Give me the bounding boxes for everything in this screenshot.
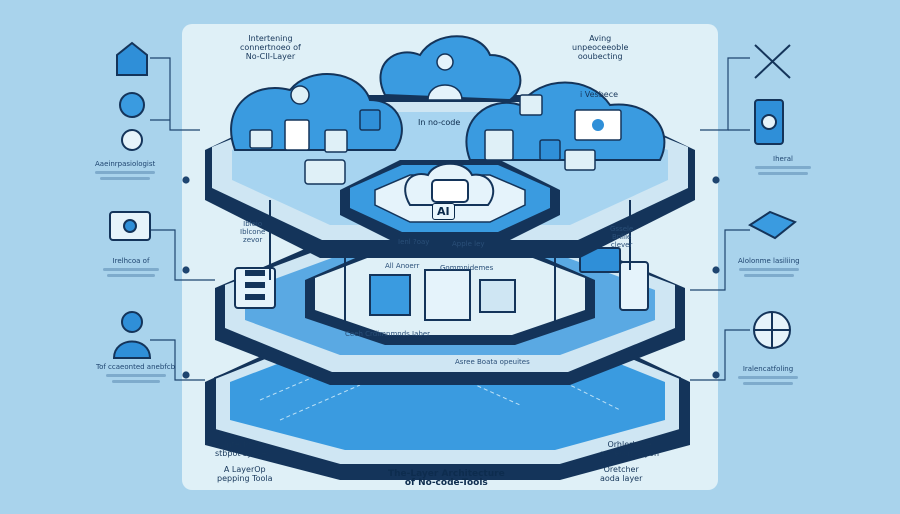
- person-head-icon: [436, 53, 454, 71]
- layer-tag-5: Ceeh Crdimnmnds Iaber: [345, 330, 431, 338]
- upper-layer: [305, 245, 595, 345]
- left-sidebar-text-1: Aaeinrpasiologist: [95, 160, 155, 180]
- cloud-center-label: In no-code: [418, 118, 461, 127]
- cloud-right-label: i Vesbece: [580, 90, 619, 99]
- layer-tag-2: Apple ley: [452, 240, 485, 248]
- router-icon: [748, 210, 797, 240]
- right-cloud: [465, 81, 666, 171]
- top-cloud: [379, 35, 522, 102]
- lightbulb-icon: [119, 92, 145, 118]
- right-icons: [748, 44, 797, 349]
- user-icon: [121, 311, 143, 333]
- layer-tag-6: Asree Boata opeuites: [455, 358, 530, 366]
- right-sidebar-text-2: Alolonme lasiliing: [738, 257, 800, 277]
- left-connectors: [150, 57, 215, 381]
- ai-cloud: [404, 162, 495, 206]
- left-sidebar-text-3: Tof ccaeonted anebfcb: [96, 363, 175, 383]
- house-icon: [116, 41, 148, 76]
- left-sidebar-text-2: Irelhcoa of: [103, 257, 159, 277]
- right-sidebar-text-3: Iralencatfoling: [738, 365, 798, 385]
- tools-icon: [754, 44, 791, 79]
- right-connectors: [690, 57, 750, 381]
- link-icon: [121, 129, 143, 151]
- gear-icon: [290, 85, 310, 105]
- database-server-icon: [619, 261, 649, 311]
- supports: [269, 200, 631, 330]
- left-icons: [109, 41, 152, 359]
- layer-tag-4: Gommnidemes: [440, 264, 494, 272]
- layer-tag-1: Ienl ?oay: [398, 238, 430, 246]
- person-body-icon: [427, 84, 463, 101]
- layer-tag-3: All Anoerr: [385, 262, 420, 270]
- ai-label: AI: [432, 203, 455, 220]
- right-sidebar-text-1: Iheral: [755, 155, 811, 175]
- left-cloud: [230, 73, 403, 185]
